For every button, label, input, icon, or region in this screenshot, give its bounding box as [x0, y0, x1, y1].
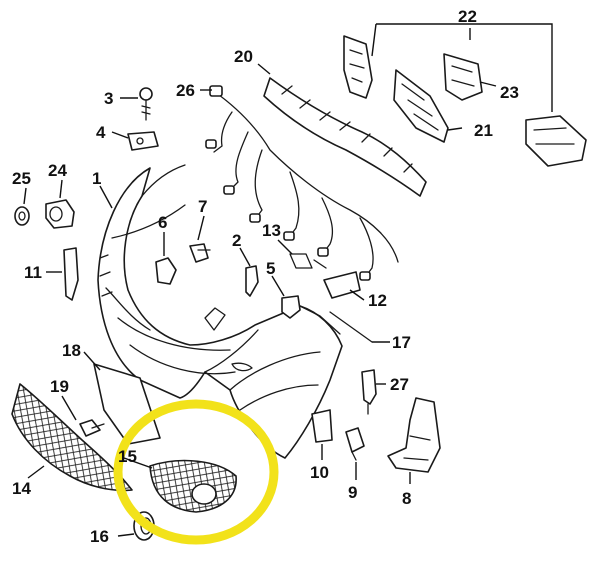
- upper-guide-part: [443, 53, 483, 101]
- callout-16: 16: [90, 527, 109, 546]
- bolt-part-19: [79, 419, 105, 437]
- callout-21: 21: [474, 121, 493, 140]
- bolt-part-2: [245, 265, 259, 297]
- cover-part-10: [311, 409, 333, 443]
- callout-26: 26: [176, 81, 195, 100]
- callout-4: 4: [96, 123, 106, 142]
- fog-grille-part-15: [149, 459, 237, 513]
- callout-19: 19: [50, 377, 69, 396]
- callout-11: 11: [24, 263, 42, 282]
- side-bracket-part: [393, 69, 449, 143]
- right-bracket-part: [525, 115, 587, 167]
- bracket-part-8: [387, 397, 441, 473]
- callout-8: 8: [402, 489, 411, 508]
- screw-part-7: [189, 243, 211, 263]
- callout-3: 3: [104, 89, 113, 108]
- bolt-part-3: [139, 87, 153, 121]
- callout-22: 22: [458, 7, 477, 26]
- wiring-harness-part: [205, 85, 399, 281]
- callout-13: 13: [262, 221, 281, 240]
- callout-labels: 22 20 23 26 3 21 4 25 24 1 7 6 13 2 5 11…: [12, 7, 519, 546]
- callout-12: 12: [368, 291, 387, 310]
- clip-part-4: [127, 131, 159, 151]
- callout-1: 1: [92, 169, 101, 188]
- grommet-part-6: [155, 257, 177, 285]
- highlight-circle: [113, 399, 279, 545]
- leader-lines: [23, 23, 553, 537]
- mount-bracket-part: [343, 35, 373, 99]
- callout-17: 17: [392, 333, 411, 352]
- callout-18: 18: [62, 341, 81, 360]
- callout-25: 25: [12, 169, 31, 188]
- callout-23: 23: [500, 83, 519, 102]
- callout-6: 6: [158, 213, 167, 232]
- strip-part-17: [329, 311, 373, 343]
- callout-5: 5: [266, 259, 275, 278]
- callout-10: 10: [310, 463, 329, 482]
- nut-part-25: [14, 206, 30, 226]
- bracket-part-13: [289, 253, 327, 269]
- callout-7: 7: [198, 197, 207, 216]
- sensor-part-24: [45, 199, 75, 229]
- callout-9: 9: [348, 483, 357, 502]
- callout-27: 27: [390, 375, 409, 394]
- callout-14: 14: [12, 479, 31, 498]
- callout-2: 2: [232, 231, 241, 250]
- bracket-part-11: [63, 247, 79, 301]
- callout-24: 24: [48, 161, 67, 180]
- lower-grille-part-14: [11, 383, 133, 492]
- clip-part-5: [281, 295, 301, 319]
- callout-20: 20: [234, 47, 253, 66]
- energy-absorber-part: [263, 77, 427, 197]
- bolt-part-9: [345, 427, 365, 461]
- callout-15: 15: [118, 447, 137, 466]
- bumper-cover-part: [97, 164, 343, 459]
- sensor-part-27: [361, 369, 377, 415]
